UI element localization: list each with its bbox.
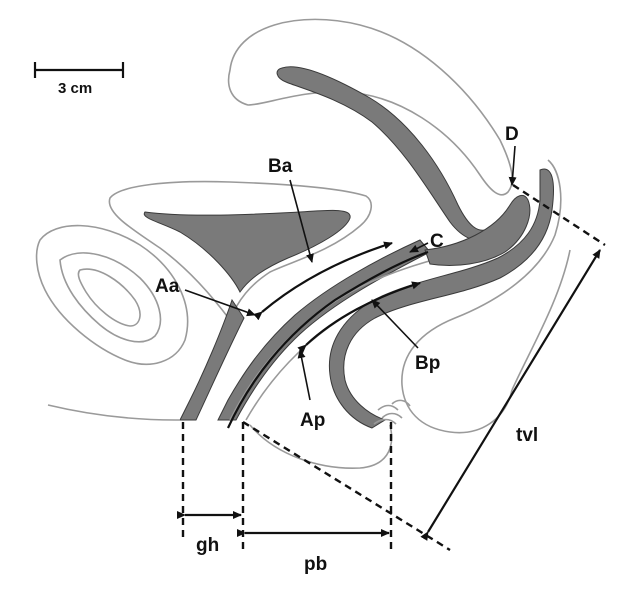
pointer-d — [508, 145, 517, 186]
pointer-aa — [184, 289, 256, 317]
pubic-bone-inner — [59, 252, 162, 343]
anterior-wall-arrow — [253, 241, 393, 321]
urethra-tissue — [179, 298, 245, 421]
label-d: D — [505, 124, 519, 145]
label-c: C — [430, 231, 444, 252]
guide-tvl-bottom — [242, 420, 451, 552]
label-gh: gh — [196, 535, 219, 556]
posterior-wall-arrow — [297, 281, 421, 354]
posterior-skin-outline — [511, 249, 571, 391]
guide-tvl-top — [512, 183, 606, 247]
scale-bar-label: 3 cm — [58, 80, 92, 97]
label-ba: Ba — [268, 156, 293, 177]
tvl-measure-line — [420, 249, 601, 541]
pointer-ba — [289, 179, 314, 263]
uterus-outline — [227, 18, 513, 196]
perineal-body-outline — [249, 424, 393, 469]
scale-bar: 3 cm — [33, 62, 125, 97]
anal-sphincter — [373, 399, 411, 425]
skin-outline — [47, 404, 180, 421]
label-aa: Aa — [155, 276, 180, 297]
pubic-bone-core — [77, 268, 141, 327]
label-tvl: tvl — [516, 425, 538, 446]
pubic-bone-outline — [35, 224, 189, 365]
label-bp: Bp — [415, 353, 440, 374]
pointer-ap — [297, 349, 311, 401]
label-ap: Ap — [300, 410, 325, 431]
pointer-bp — [371, 299, 419, 349]
label-pb: pb — [304, 554, 327, 575]
pointer-c — [409, 242, 429, 253]
